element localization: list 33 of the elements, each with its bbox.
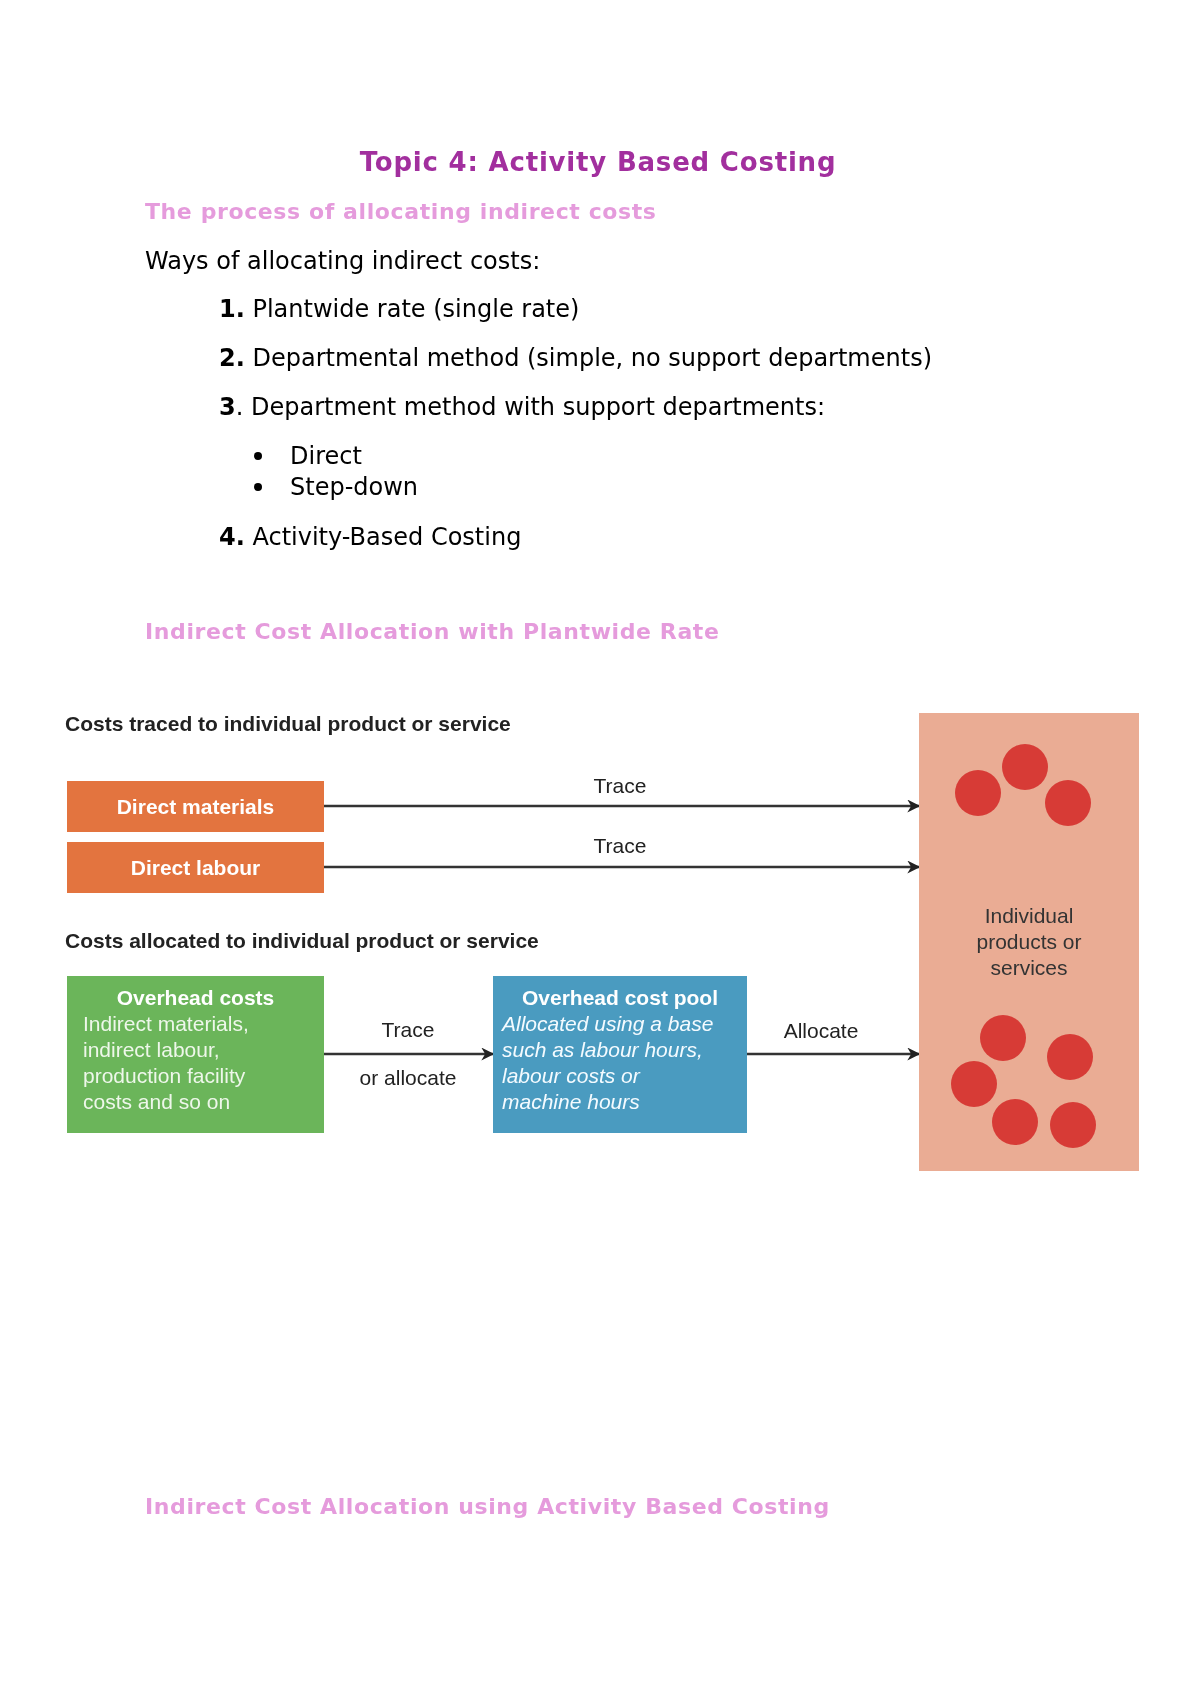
box-description: Allocated using a base such as labour hours, labour costs or machine hours (502, 1011, 715, 1115)
edge-label: Trace (593, 833, 647, 859)
section-heading: Indirect Cost Allocation using Activity Based Costing (145, 1493, 830, 1521)
box-title: Overhead costs (116, 985, 275, 1011)
box-label: Individual products or services (975, 903, 1083, 981)
diagram-heading: Costs traced to individual product or service (65, 711, 511, 737)
arrow (324, 1047, 495, 1061)
list-item: 4. Activity-Based Costing (219, 522, 522, 553)
edge-label: Trace (593, 773, 647, 799)
list-item: Direct (290, 441, 362, 472)
process-box (67, 842, 324, 893)
box-title: Overhead cost pool (522, 985, 718, 1011)
target-box (919, 713, 1139, 1171)
list-item: Step-down (290, 472, 419, 503)
page-title: Topic 4: Activity Based Costing (359, 146, 837, 179)
section-heading: Indirect Cost Allocation with Plantwide Rate (145, 618, 720, 646)
list-item: 2. Departmental method (simple, no support departments) (219, 343, 932, 374)
arrow (324, 860, 921, 874)
box-title: Direct labour (130, 854, 261, 881)
diagram-heading: Costs allocated to individual product or service (65, 928, 539, 954)
arrow (324, 799, 921, 813)
process-box (67, 781, 324, 832)
box-title: Direct materials (116, 793, 275, 820)
section-heading: The process of allocating indirect costs (145, 198, 657, 226)
body-text: Ways of allocating indirect costs: (145, 246, 541, 277)
list-item: 1. Plantwide rate (single rate) (219, 294, 580, 325)
process-box (67, 976, 324, 1133)
edge-label: Allocate (783, 1018, 859, 1044)
arrow (747, 1047, 921, 1061)
box-description: Indirect materials, indirect labour, production facility costs and so on (83, 1011, 250, 1115)
edge-label: Trace or allocate (359, 1017, 457, 1091)
list-item: 3. Department method with support departments: (219, 392, 826, 423)
process-box (493, 976, 747, 1133)
